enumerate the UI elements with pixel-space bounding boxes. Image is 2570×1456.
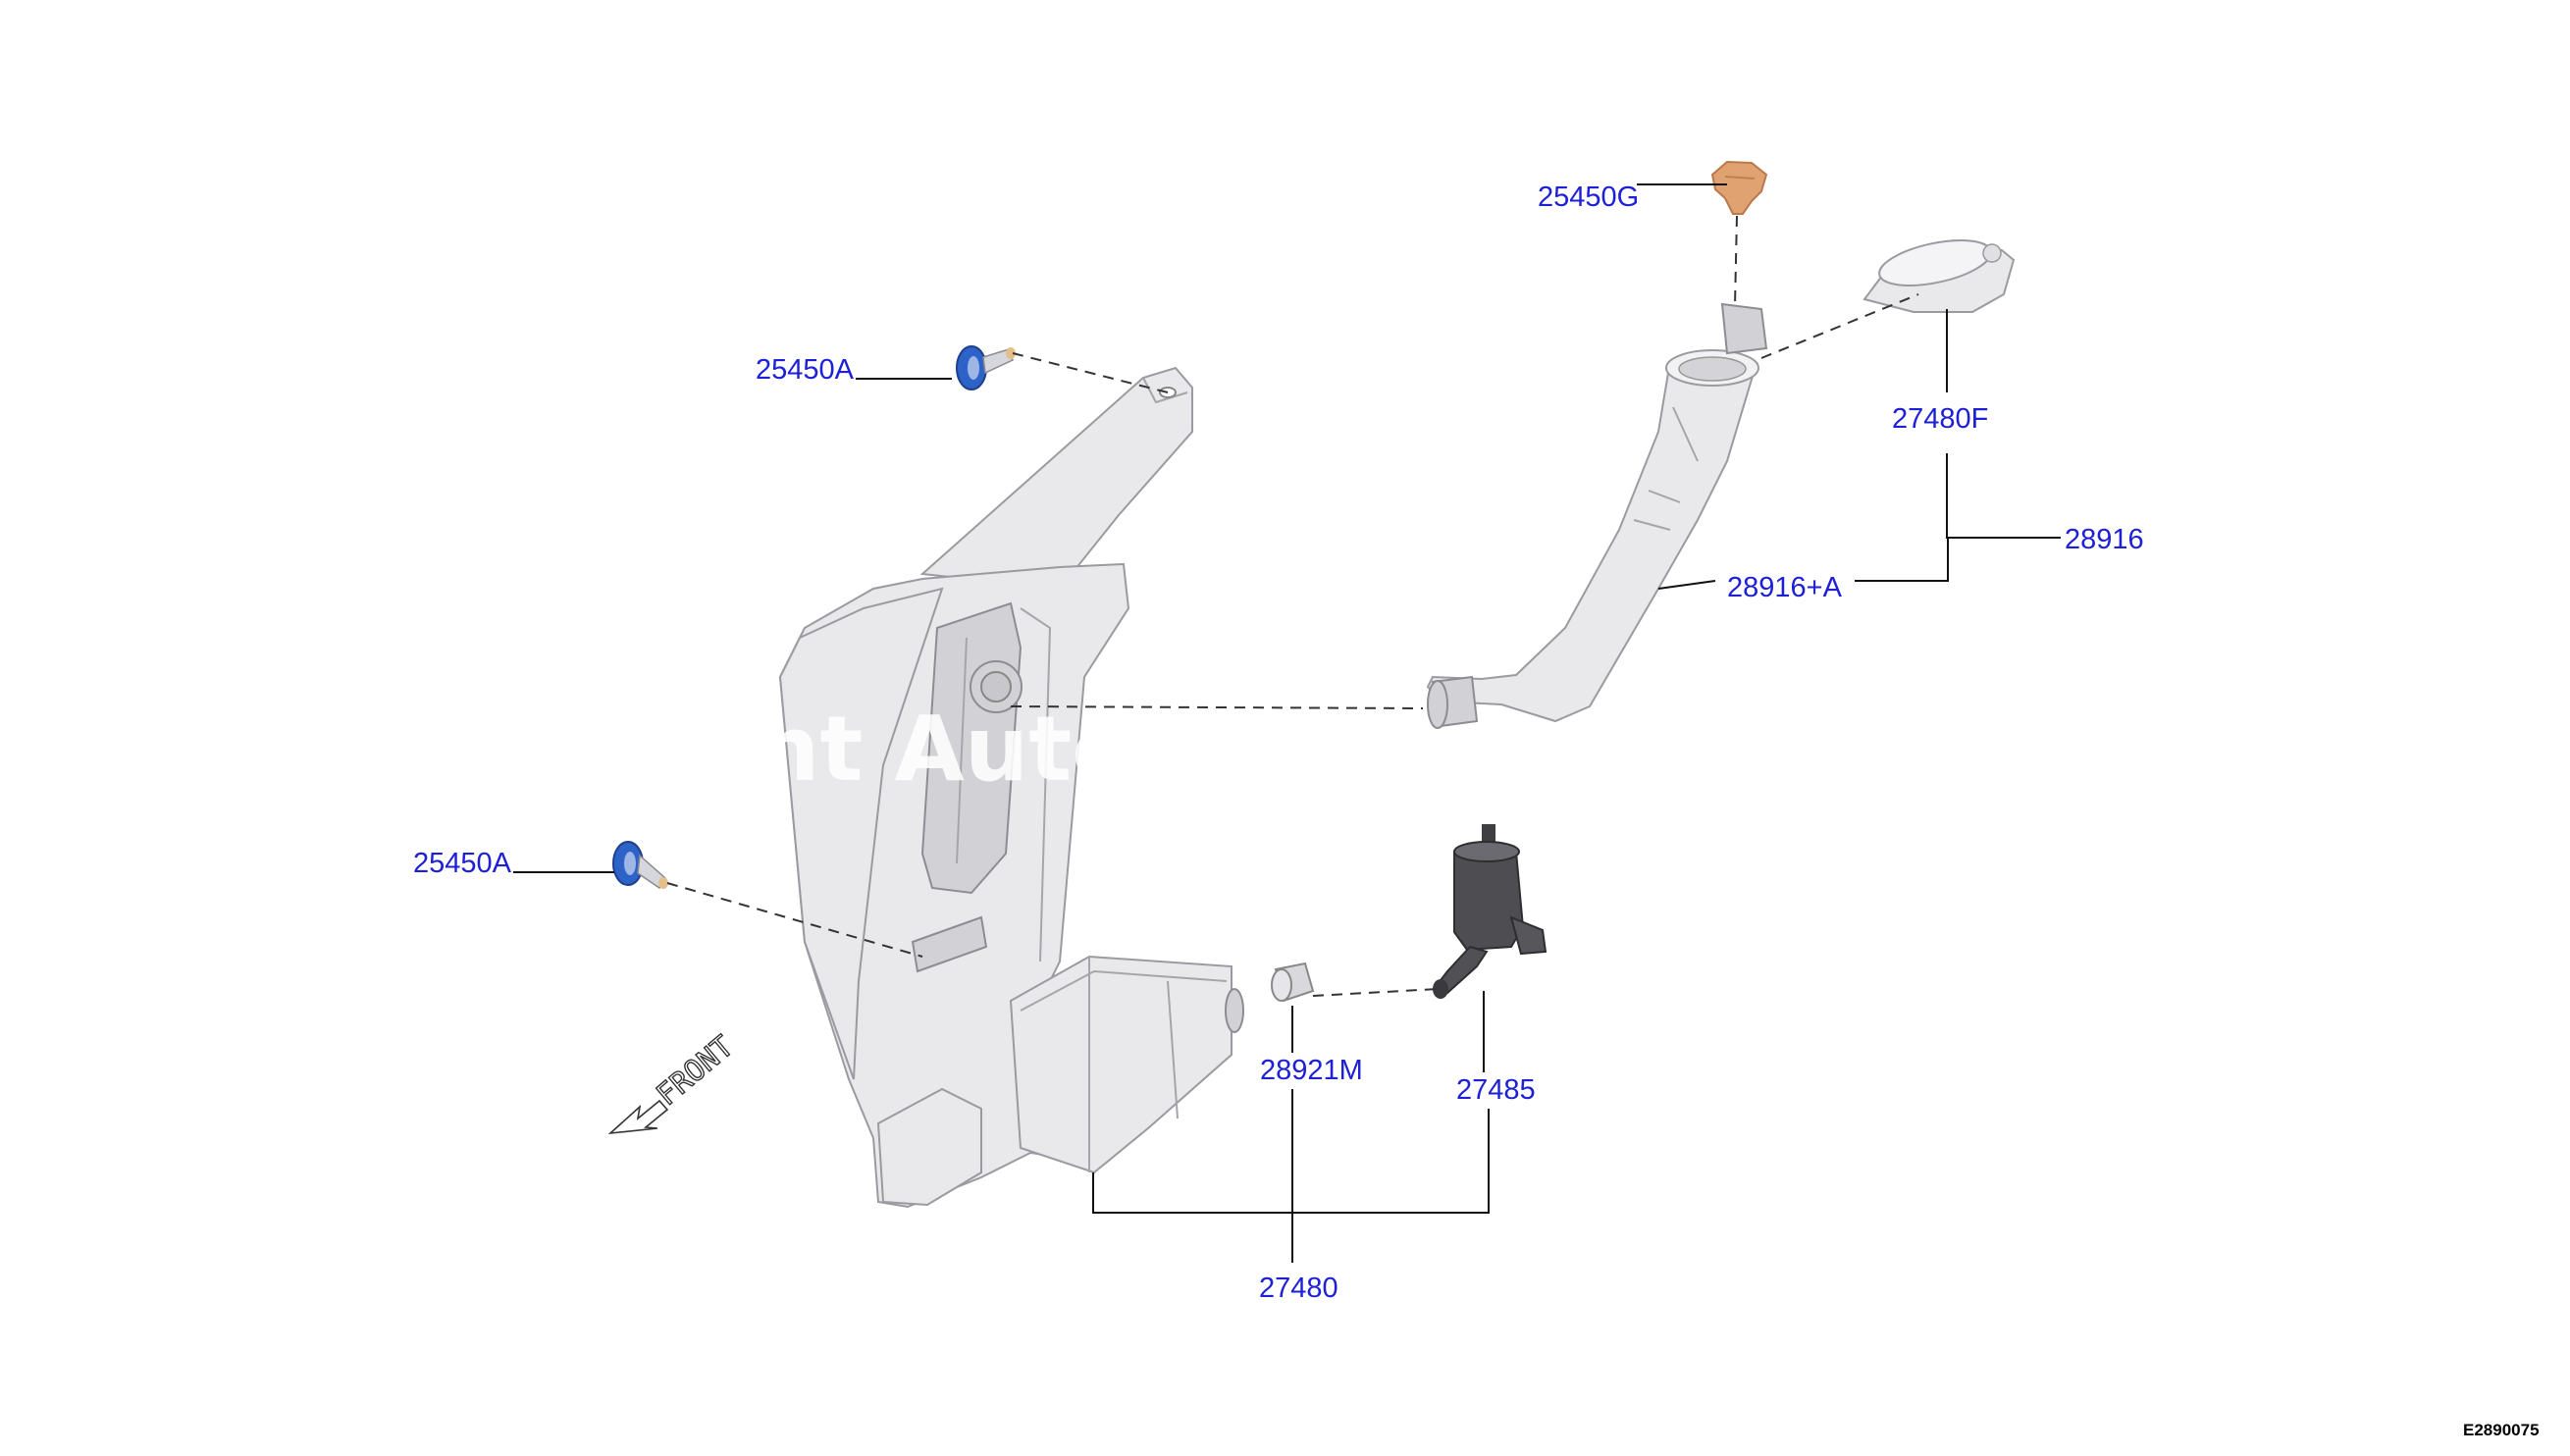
watermark-text: nt Auto [756,697,1133,802]
diagram-reference-code: E2890075 [2463,1421,2540,1439]
label-25450A-lower: 25450A [413,848,512,879]
label-27480F: 27480F [1892,403,1988,435]
assembly-dashed-lines [666,215,1919,997]
label-27480: 27480 [1259,1273,1338,1304]
bolt-lower-illustration [612,841,668,890]
bolt-upper-illustration [956,345,1016,390]
callout-labels: 25450G 27480F 28916 28916+A 25450A 25450… [413,182,2144,1304]
reservoir-cap-illustration [1862,238,2016,313]
washer-tank-illustration [778,366,1244,1209]
washer-pump-illustration [1433,824,1547,999]
label-28916-plus-a: 28916+A [1727,572,1843,603]
label-25450G: 25450G [1538,182,1639,213]
front-direction-indicator: FRONT [607,1029,741,1135]
front-label: FRONT [651,1029,741,1113]
filler-neck-illustration [1426,302,1768,729]
leader-lines [513,183,2061,1263]
filler-cap-illustration [1710,160,1768,215]
label-27485: 27485 [1456,1074,1536,1106]
grommet-illustration [1271,962,1315,1003]
label-28921M: 28921M [1260,1055,1363,1086]
label-28916: 28916 [2065,524,2144,555]
label-25450A-upper: 25450A [756,354,855,386]
